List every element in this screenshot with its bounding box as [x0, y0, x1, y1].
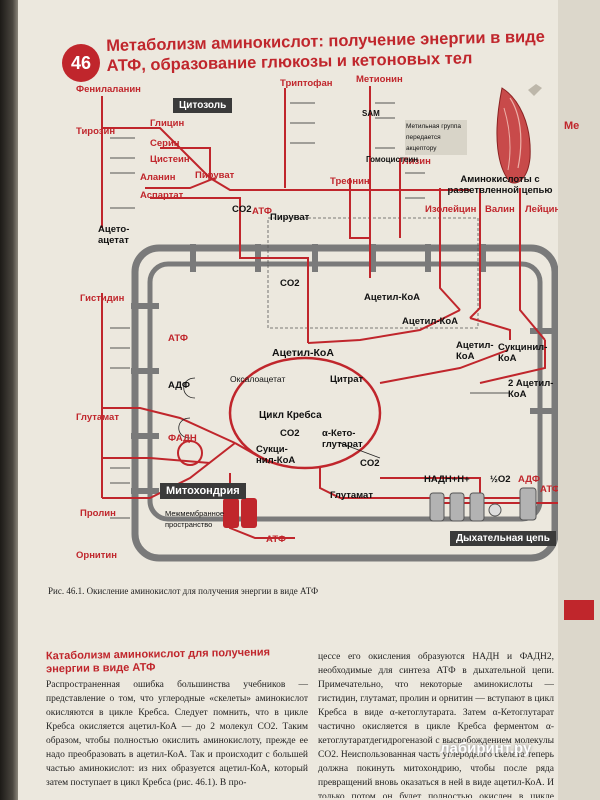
oxaloacetate-label: Оксалоацетат — [230, 374, 286, 384]
acetyl-coa-small: Ацетил-КоА — [456, 340, 494, 362]
aa-alanine: Аланин — [140, 172, 176, 183]
section-title: Катаболизм аминокислот для получения эне… — [45, 646, 271, 676]
aa-glycine: Глицин — [150, 118, 185, 129]
aa-methionine: Метионин — [356, 74, 403, 85]
book-spine — [0, 0, 18, 800]
acetoacetate-label: Ацето-ацетат — [98, 224, 130, 246]
right-paragraph: цессе его окисления образуются НАДН и ФА… — [318, 652, 554, 798]
figure-caption: Рис. 46.1. Окисление аминокислот для пол… — [48, 586, 319, 596]
resp-chain-label: Дыхательная цепь — [450, 531, 556, 546]
book-page: 46 Метаболизм аминокислот: получение эне… — [18, 0, 558, 800]
acetyl-coa-top: Ацетил-КоА — [363, 292, 420, 303]
atp-label-right: АТФ — [540, 484, 558, 495]
succinyl-coa-small: Сукци-нил-КоА — [256, 444, 296, 466]
fadh-label: ФАДН — [168, 433, 197, 444]
cytosol-label: Цитозоль — [173, 98, 233, 113]
co2-label-mid: CO2 — [280, 278, 300, 289]
aa-serine: Серин — [150, 138, 180, 149]
next-page-edge: Ме — [558, 0, 600, 800]
co2-label-top: CO2 — [232, 204, 252, 215]
homocysteine-label: Гомоцистеин — [366, 155, 419, 164]
atp-label-top: АТФ — [252, 206, 272, 217]
mito-inner-membrane — [147, 261, 543, 522]
krebs-cycle-ring — [228, 356, 382, 470]
pyruvate-label: Пируват — [195, 170, 235, 181]
page-title: Метаболизм аминокислот: получение энерги… — [106, 27, 546, 75]
watermark: лабиринт.ру — [440, 740, 532, 757]
aa-leucine: Лейцин — [525, 204, 558, 215]
pathway-lines — [101, 86, 558, 539]
metabolism-diagram: Цитозоль Митохондрия Цикл Кребса Дыхател… — [40, 74, 558, 578]
aa-tryptophan: Триптофан — [280, 78, 333, 89]
alpha-kg-label: α-Кето-глутарат — [322, 428, 363, 450]
krebs-label: Цикл Кребса — [259, 410, 322, 421]
left-paragraph: Распространенная ошибка большинства учеб… — [46, 680, 308, 788]
left-column: Распространенная ошибка большинства учеб… — [46, 678, 308, 798]
adp-label-left: АДФ — [168, 380, 190, 391]
aa-lysine: Лизин — [402, 156, 431, 167]
muscle-icon — [496, 84, 542, 184]
aa-valine: Валин — [485, 204, 515, 215]
succinyl-coa-label: Сукцинил-КоА — [498, 342, 548, 364]
mitochondria-label: Митохондрия — [160, 483, 246, 499]
aa-threonine: Треонин — [330, 176, 370, 187]
acetyl-coa-right: Ацетил-КоА — [402, 316, 459, 327]
membrane-pores — [131, 244, 558, 494]
reaction-arrows — [110, 102, 510, 519]
acetyl-coa-2: 2 Ацетил-КоА — [508, 378, 554, 400]
branched-label: Аминокислоты с разветвленной цепью — [447, 174, 553, 196]
aa-proline: Пролин — [80, 508, 116, 519]
atp-label-left: АТФ — [168, 333, 188, 344]
glutamate-label-mito: Глутамат — [330, 490, 373, 501]
co2-label-krebs: CO2 — [280, 428, 300, 439]
sam-label: SAM — [362, 109, 380, 118]
nadh-label: НАДН+Н+ — [424, 474, 470, 485]
aa-aspartate: Аспартат — [140, 190, 184, 201]
atp-synthase — [223, 498, 257, 528]
dashed-region — [267, 217, 479, 329]
aa-histidine: Гистидин — [80, 293, 125, 304]
half-o2-label: ½O2 — [490, 474, 511, 485]
aa-isoleucine: Изолейцин — [425, 204, 477, 215]
aa-tyrosine: Тирозин — [76, 126, 116, 137]
citrate-label: Цитрат — [330, 374, 364, 385]
acetyl-coa-main: Ацетил-КоА — [272, 347, 334, 359]
aa-ornithine: Орнитин — [76, 550, 118, 561]
right-column: цессе его окисления образуются НАДН и ФА… — [318, 650, 554, 798]
mito-outer-membrane — [131, 244, 558, 562]
fadh-loop — [177, 440, 203, 466]
diagram-svg — [101, 84, 558, 562]
pyruvate-label-2: Пируват — [270, 212, 310, 223]
aa-phenylalanine: Фенилаланин — [76, 84, 141, 95]
aa-glutamate: Глутамат — [76, 412, 119, 423]
intermembrane-label: Межмембранное пространство — [165, 509, 225, 529]
chapter-badge: 46 — [62, 44, 100, 82]
atp-label-bottom: АТФ — [266, 534, 286, 545]
co2-label-krebs-2: CO2 — [360, 458, 380, 469]
resp-chain-complexes — [429, 487, 537, 522]
aa-cysteine: Цистеин — [150, 154, 190, 165]
methyl-note: Метильная группа передается акцептору — [405, 120, 467, 155]
adp-label-right: АДФ — [518, 474, 540, 485]
